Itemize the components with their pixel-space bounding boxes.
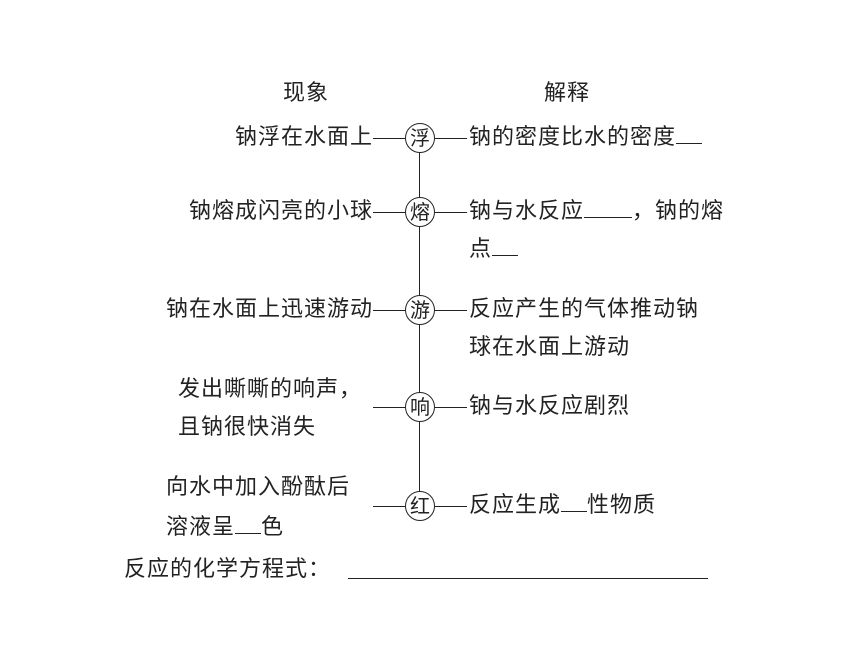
key-circle-5: 红	[405, 491, 435, 521]
explanation-header: 解释	[544, 81, 591, 106]
connector-left-4	[373, 407, 405, 408]
connector-left-5	[373, 506, 405, 507]
explanation-3a: 反应产生的气体推动钠	[469, 297, 700, 322]
key-circle-3: 游	[405, 295, 435, 325]
vertical-connector	[419, 152, 420, 500]
connector-left-2	[373, 212, 405, 213]
phenomenon-1: 钠浮在水面上	[234, 125, 373, 150]
connector-left-3	[373, 310, 405, 311]
key-circle-2: 熔	[405, 197, 435, 227]
phenomenon-2: 钠熔成闪亮的小球	[188, 199, 373, 224]
answer-blank	[561, 493, 588, 512]
equation-label: 反应的化学方程式：	[124, 557, 332, 582]
explanation-5: 反应生成性物质	[469, 493, 657, 518]
key-circle-1: 浮	[405, 123, 435, 153]
explanation-2b: 点	[469, 232, 519, 268]
connector-right-2	[435, 212, 467, 213]
equation-answer-line	[348, 578, 708, 579]
explanation-4: 钠与水反应剧烈	[469, 394, 631, 419]
connector-right-4	[435, 407, 467, 408]
connector-right-1	[435, 138, 467, 139]
phenomenon-4b: 且钠很快消失	[178, 415, 317, 440]
connector-right-3	[435, 310, 467, 311]
answer-blank	[492, 237, 519, 256]
phenomenon-3: 钠在水面上迅速游动	[165, 297, 373, 322]
phenomenon-4a: 发出嘶嘶的响声，	[178, 377, 363, 402]
explanation-2a: 钠与水反应，钠的熔	[469, 199, 725, 224]
key-circle-4: 响	[405, 392, 435, 422]
answer-blank	[584, 199, 633, 218]
explanation-3b: 球在水面上游动	[469, 335, 631, 360]
connector-right-5	[435, 506, 467, 507]
phenomenon-header: 现象	[283, 81, 330, 106]
phenomenon-5a: 向水中加入酚酞后	[166, 475, 351, 500]
answer-blank	[676, 125, 703, 144]
explanation-1: 钠的密度比水的密度	[469, 120, 703, 156]
answer-blank	[235, 515, 262, 534]
connector-left-1	[373, 138, 405, 139]
phenomenon-5b: 溶液呈色	[166, 515, 285, 540]
